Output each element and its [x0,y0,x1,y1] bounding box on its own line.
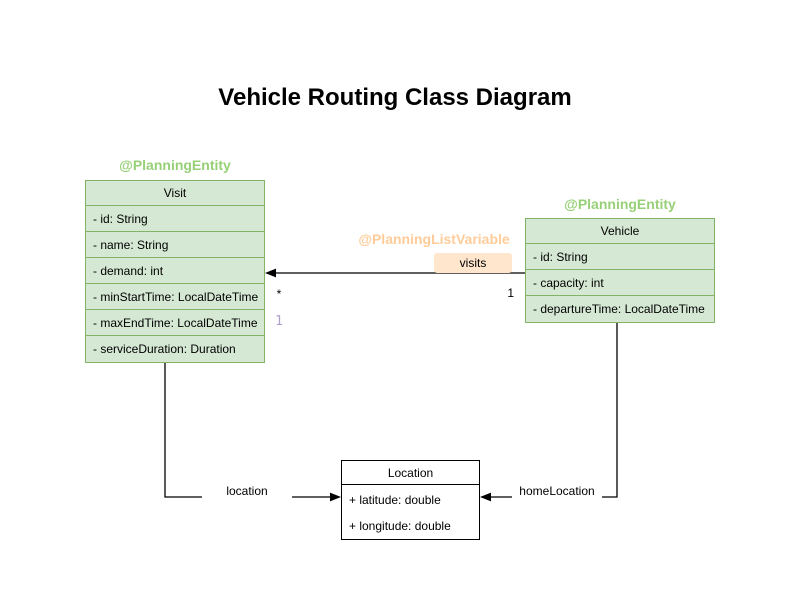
visit-attribute: - maxEndTime: LocalDateTime [86,310,264,336]
location-attribute: + latitude: double [349,493,441,507]
vehicle-attribute: - departureTime: LocalDateTime [533,302,705,316]
homelocation-edge-label: homeLocation [512,484,602,498]
visits-edge [265,268,525,278]
diagram-title: Vehicle Routing Class Diagram [218,84,572,111]
visit-class-title: Visit [86,181,264,206]
planning-list-variable-annotation: @PlanningListVariable [358,231,510,247]
ghost-multiplicity: 1 [275,314,283,329]
visit-attribute: - minStartTime: LocalDateTime [86,284,264,310]
visit-planning-entity-annotation: @PlanningEntity [119,157,231,173]
vehicle-class-box: Vehicle - id: String - capacity: int - d… [525,218,715,323]
homelocation-edge [480,322,618,502]
vehicle-class-title: Vehicle [526,219,714,244]
arrowhead [265,268,276,278]
location-attributes: + latitude: double + longitude: double [342,485,479,539]
arrowhead [330,492,341,502]
visit-class-box: Visit - id: String - name: String - dema… [85,180,265,363]
location-edge-label: location [202,484,292,498]
location-attribute: + longitude: double [349,519,451,533]
visit-attribute: - name: String [86,232,264,258]
location-class-title: Location [342,461,479,485]
visits-edge-label: visits [434,253,512,273]
visit-attribute: - id: String [86,206,264,232]
visits-target-multiplicity: * [276,287,282,301]
visit-attribute: - demand: int [86,258,264,284]
location-class-box: Location + latitude: double + longitude:… [341,460,480,540]
arrowhead [480,492,491,502]
visits-source-multiplicity: 1 [507,286,514,300]
visit-attribute: - serviceDuration: Duration [93,342,236,356]
vehicle-attribute: - capacity: int [526,270,714,296]
vehicle-planning-entity-annotation: @PlanningEntity [564,196,676,212]
vehicle-attribute: - id: String [526,244,714,270]
location-edge [164,361,341,502]
